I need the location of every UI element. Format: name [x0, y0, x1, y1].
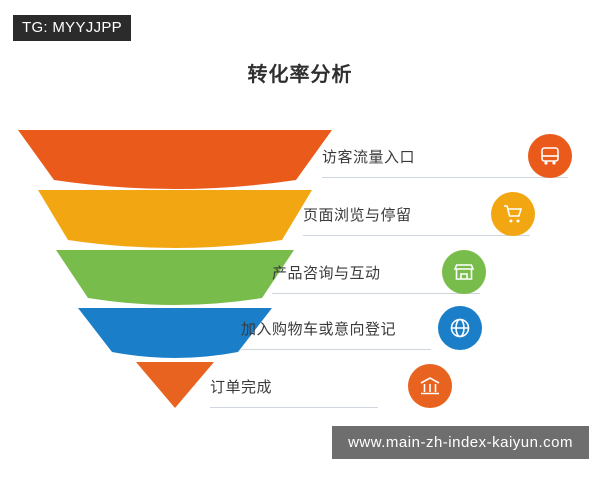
funnel-chart [10, 122, 340, 412]
funnel-label-row-1[interactable]: 访客流量入口 [322, 128, 590, 184]
funnel-label-row-2[interactable]: 页面浏览与停留 [303, 186, 571, 242]
watermark: www.main-zh-index-kaiyun.com [331, 425, 590, 460]
funnel-label-row-3[interactable]: 产品咨询与互动 [272, 244, 540, 300]
funnel-label-row-4[interactable]: 加入购物车或意向登记 [241, 300, 509, 356]
funnel-rule-1 [322, 177, 568, 178]
funnel-rule-3 [272, 293, 480, 294]
funnel-rule-5 [210, 407, 378, 408]
bank-icon [408, 364, 452, 408]
funnel-segment-5 [136, 362, 214, 408]
page-title: 转化率分析 [247, 64, 353, 86]
funnel-rule-4 [241, 349, 431, 350]
bus-icon [528, 134, 572, 178]
funnel-segment-4 [78, 308, 272, 358]
funnel-segment-1 [18, 130, 332, 189]
shopping-cart-icon [491, 192, 535, 236]
store-icon [442, 250, 486, 294]
funnel-segment-2 [38, 190, 312, 248]
funnel-label-3: 产品咨询与互动 [272, 264, 381, 282]
funnel-segment-3 [56, 250, 294, 305]
funnel-label-row-5[interactable]: 订单完成 [210, 358, 478, 414]
funnel-label-2: 页面浏览与停留 [303, 206, 412, 224]
funnel-label-5: 订单完成 [210, 378, 273, 396]
tg-badge: TG: MYYJJPP [12, 14, 132, 42]
funnel-rule-2 [303, 235, 530, 236]
funnel-label-4: 加入购物车或意向登记 [241, 320, 397, 338]
globe-icon [438, 306, 482, 350]
funnel-label-1: 访客流量入口 [322, 148, 416, 166]
